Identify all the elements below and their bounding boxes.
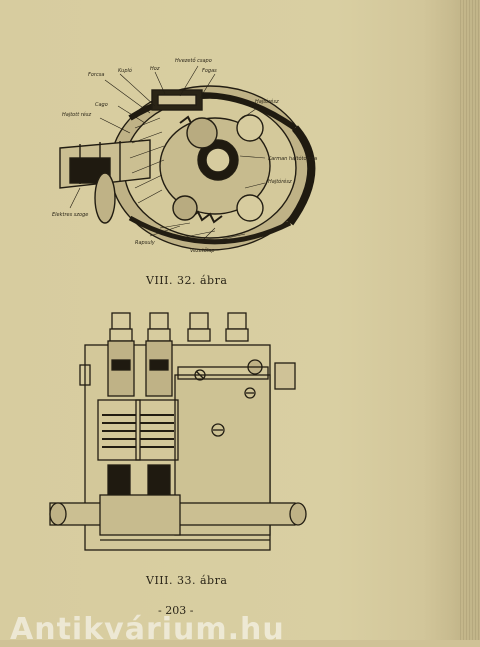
label-fogas: Fogas bbox=[202, 68, 217, 74]
watermark: Antikvárium.hu bbox=[10, 612, 285, 647]
figure-pump-drawing bbox=[49, 312, 307, 551]
label-hajto-resz-right: Hajtórész bbox=[268, 178, 292, 185]
page-edge bbox=[458, 0, 480, 640]
label-hoz: Hoz bbox=[150, 66, 160, 72]
label-forcsa: Forcsa bbox=[88, 72, 104, 78]
label-cago: Cago bbox=[95, 102, 108, 108]
figure-caption-2: VIII. 33. ábra bbox=[146, 574, 228, 587]
figure-caption-1: VIII. 32. ábra bbox=[146, 274, 228, 287]
label-hvezeto-csapo: Hvezető csapo bbox=[175, 58, 212, 64]
page-number: - 203 - bbox=[158, 604, 194, 617]
label-kuplo: Kupló bbox=[118, 67, 132, 74]
figure-coupling-drawing: Hvezető csapo Fogas Hoz Forcsa Kupló Cag… bbox=[52, 58, 317, 254]
label-vezetolap: Vezetőlap bbox=[190, 248, 215, 254]
label-ekekes-szoge: Elektres szoge bbox=[52, 212, 88, 218]
label-hajto-resz-top: Hajtórész bbox=[255, 98, 279, 105]
label-rapsulyi: Rapsuly bbox=[135, 240, 156, 246]
label-hajtott-resz: Hajtott rész bbox=[62, 111, 91, 118]
label-karman-hajtotorcsa: Karman hajtótorcsa bbox=[268, 155, 317, 162]
